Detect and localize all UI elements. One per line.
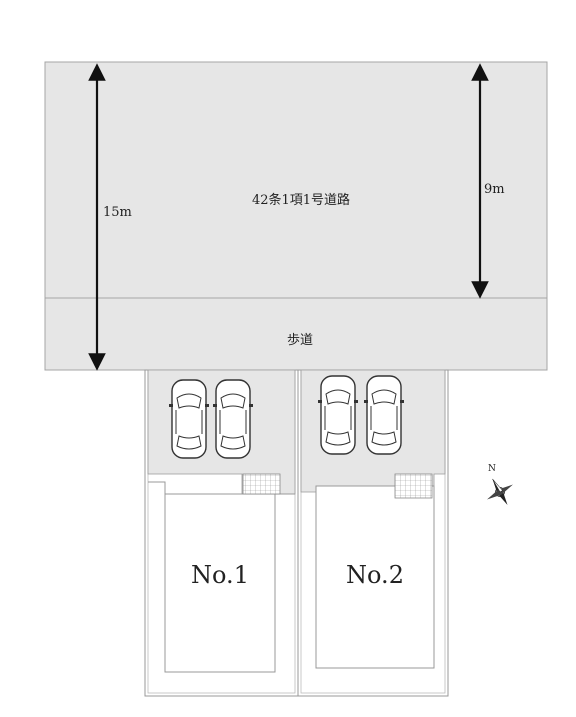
total-width-label: 15m (103, 205, 132, 220)
car-icon (363, 375, 405, 455)
sidewalk-label: 歩道 (287, 333, 313, 348)
car-icon (212, 379, 254, 459)
lot-1-label: No.1 (191, 561, 249, 589)
car-icon (317, 375, 359, 455)
compass-icon (487, 478, 513, 505)
lot-2-meter-box (394, 473, 433, 499)
compass-north-label: N (488, 464, 496, 474)
lot-1-house-footprint (164, 493, 276, 673)
lot-2-house-footprint (315, 485, 435, 669)
car-icon (168, 379, 210, 459)
lot-2-label: No.2 (346, 561, 404, 589)
sidewalk-area (44, 297, 548, 371)
road-area (44, 61, 548, 299)
lot-1-meter-box (242, 473, 281, 495)
road-width-label: 9m (484, 182, 505, 197)
road-label: 42条1項1号道路 (252, 192, 350, 208)
